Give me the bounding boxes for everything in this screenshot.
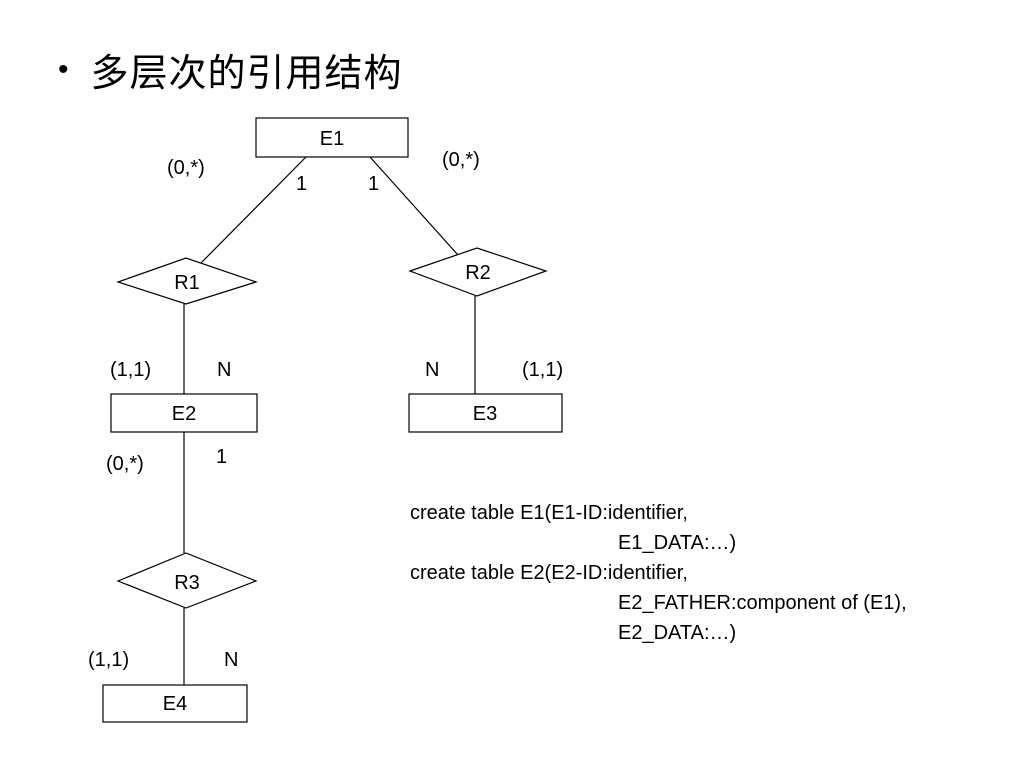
entity-e3-label: E3 — [473, 403, 497, 425]
card-e1-r2: (0,*) — [442, 149, 480, 171]
relationship-r2: R2 — [408, 247, 548, 297]
relationship-r1-label: R1 — [174, 272, 200, 294]
card-e2-r3-one: 1 — [216, 446, 227, 468]
card-r2-e3-n: N — [425, 359, 439, 381]
slide-title: 多层次的引用结构 — [90, 51, 403, 95]
card-r1-e2-n: N — [217, 359, 231, 381]
code-line-5: E2_DATA:…) — [618, 622, 737, 644]
card-r3-e4-n: N — [224, 649, 238, 671]
code-line-2: E1_DATA:…) — [618, 532, 737, 554]
sql-code-block: create table E1(E1-ID:identifier, E1_DAT… — [410, 498, 907, 648]
entity-e2-label: E2 — [172, 403, 196, 425]
card-e1-r1-one: 1 — [296, 173, 307, 195]
entity-e1-label: E1 — [320, 128, 344, 150]
entity-e2: E2 — [110, 393, 258, 433]
relationship-r3: R3 — [116, 552, 258, 609]
card-e1-r1: (0,*) — [167, 157, 205, 179]
card-r2-e3: (1,1) — [522, 359, 563, 381]
edge-e1-r2 — [369, 156, 459, 256]
card-r3-e4: (1,1) — [88, 649, 129, 671]
code-line-4: E2_FATHER:component of (E1), — [618, 592, 907, 614]
card-e2-r3: (0,*) — [106, 453, 144, 475]
relationship-r1: R1 — [116, 257, 258, 305]
code-line-1: create table E1(E1-ID:identifier, — [410, 502, 688, 524]
entity-e3: E3 — [408, 393, 563, 433]
entity-e1: E1 — [255, 117, 409, 158]
relationship-r2-label: R2 — [465, 262, 491, 284]
code-line-3: create table E2(E2-ID:identifier, — [410, 562, 688, 584]
entity-e4-label: E4 — [163, 693, 187, 715]
card-r1-e2: (1,1) — [110, 359, 151, 381]
title-row: • 多层次的引用结构 — [58, 42, 403, 97]
entity-e4: E4 — [102, 684, 248, 723]
edge-e1-r1 — [199, 156, 307, 265]
bullet-icon: • — [58, 52, 69, 86]
card-e1-r2-one: 1 — [368, 173, 379, 195]
relationship-r3-label: R3 — [174, 572, 200, 594]
